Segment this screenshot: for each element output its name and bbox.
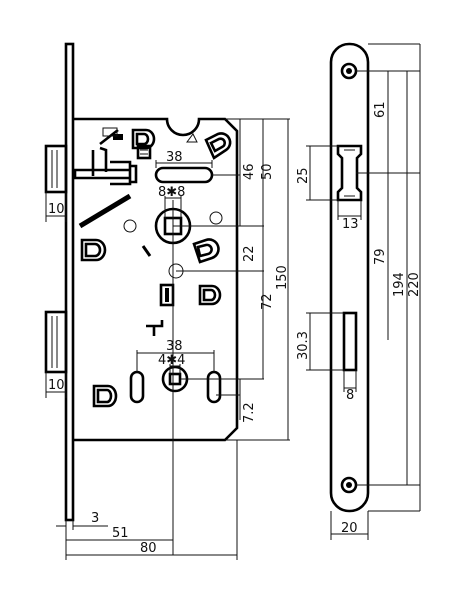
dim-220: 220 bbox=[407, 272, 422, 297]
fixing-hole-left bbox=[123, 219, 137, 233]
dim-8: 8 bbox=[346, 388, 354, 403]
slot-lower-right bbox=[206, 370, 222, 404]
faceplate-view bbox=[329, 42, 370, 513]
lock-extension-lines bbox=[45, 118, 290, 560]
dimension-labels: 3 51 80 10 10 38 8✱8 38 4✱4 46 50 22 72 … bbox=[48, 101, 422, 556]
dim-4x4: 4✱4 bbox=[158, 353, 185, 368]
small-bar bbox=[141, 245, 152, 257]
dim-79: 79 bbox=[373, 248, 388, 265]
dead-bolt-ribs bbox=[51, 316, 58, 368]
dim-72: 72 bbox=[260, 293, 275, 310]
dim-50: 50 bbox=[260, 163, 275, 180]
horizontal-slot bbox=[154, 166, 214, 184]
triangle-mark bbox=[186, 133, 198, 143]
faceplate-dimension-lines bbox=[306, 43, 421, 540]
small-slot-lines bbox=[140, 149, 148, 155]
small-slot-top bbox=[136, 144, 152, 160]
dim-38-top: 38 bbox=[166, 150, 183, 165]
forend-plate bbox=[64, 42, 75, 522]
dim-30-3: 30.3 bbox=[296, 331, 311, 360]
lock-dimension-lines bbox=[46, 119, 289, 556]
dim-51: 51 bbox=[112, 526, 129, 541]
dim-38-mid: 38 bbox=[166, 339, 183, 354]
latch-spring bbox=[130, 164, 138, 184]
square-block-fill bbox=[165, 288, 169, 302]
dim-22: 22 bbox=[242, 245, 257, 262]
d-hole-right bbox=[204, 132, 232, 160]
cylinder-hole-square bbox=[168, 372, 182, 386]
dim-150: 150 bbox=[275, 265, 290, 290]
dim-20: 20 bbox=[341, 521, 358, 536]
slanted-bar bbox=[78, 193, 132, 229]
dead-bolt bbox=[44, 310, 68, 374]
faceplate-latch-inner bbox=[344, 149, 355, 197]
d-hole-mid-right bbox=[198, 284, 222, 306]
fixing-hole-right bbox=[209, 211, 223, 225]
latch-bolt bbox=[44, 144, 68, 194]
dim-3: 3 bbox=[91, 511, 99, 526]
slot-lower-left bbox=[129, 370, 145, 404]
faceplate-screw-bottom-inner bbox=[346, 482, 352, 488]
dim-61: 61 bbox=[373, 101, 388, 118]
dim-10-top: 10 bbox=[48, 202, 65, 217]
dim-194: 194 bbox=[392, 272, 407, 297]
dim-46: 46 bbox=[242, 163, 257, 180]
lock-body-view bbox=[44, 42, 239, 522]
dim-10-bottom: 10 bbox=[48, 378, 65, 393]
latch-block bbox=[113, 134, 123, 140]
small-mark-top-left bbox=[102, 127, 118, 137]
faceplate-screw-top-inner bbox=[346, 68, 352, 74]
dim-7-2: 7.2 bbox=[242, 402, 257, 423]
t-bracket bbox=[146, 320, 164, 336]
d-hole-left bbox=[80, 238, 107, 262]
dim-8x8: 8✱8 bbox=[158, 185, 185, 200]
faceplate-outline bbox=[329, 42, 370, 513]
d-hole-bottom-left bbox=[92, 384, 118, 408]
latch-mechanism bbox=[73, 146, 132, 186]
latch-lever bbox=[99, 128, 119, 146]
d-hole-center bbox=[192, 238, 220, 264]
dim-25: 25 bbox=[296, 167, 311, 184]
dim-80: 80 bbox=[140, 541, 157, 556]
d-hole-top bbox=[131, 128, 156, 150]
latch-bolt-bevel bbox=[51, 150, 58, 188]
dim-13: 13 bbox=[342, 217, 359, 232]
faceplate-bolt-opening bbox=[342, 311, 358, 372]
